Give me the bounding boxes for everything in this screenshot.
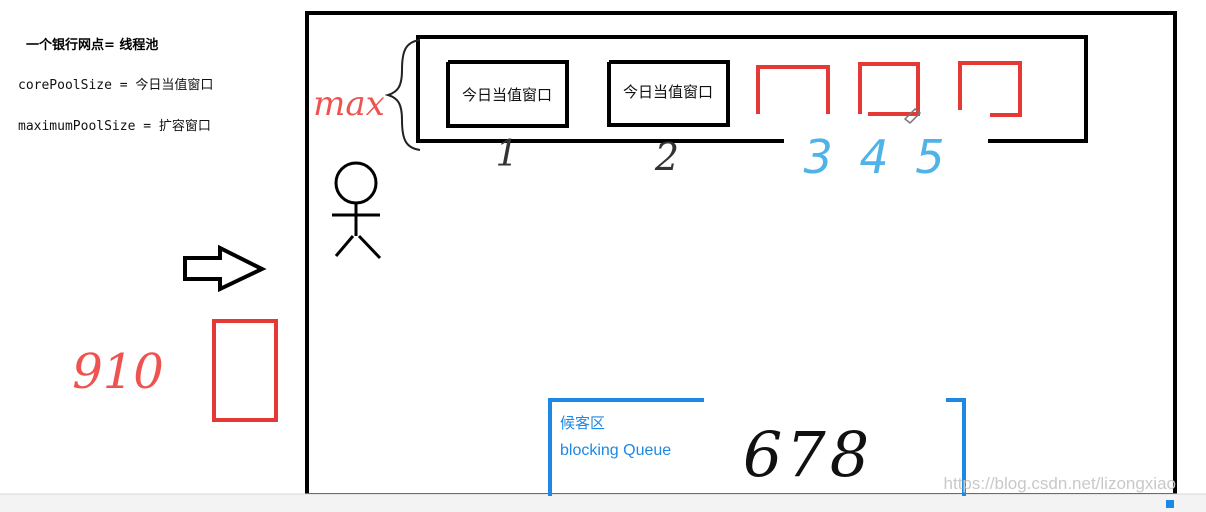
overflow-window xyxy=(212,319,278,422)
bank-outline xyxy=(305,11,1177,497)
core-window-1 xyxy=(446,60,569,128)
expansion-window-3 xyxy=(756,65,830,114)
core-window-2 xyxy=(607,60,730,127)
arrow-right-icon xyxy=(183,244,267,293)
queue-bracket-right xyxy=(946,398,966,496)
queue-title: 候客区 xyxy=(560,415,605,432)
expansion-window-4 xyxy=(858,62,920,116)
core-pool-size-note: corePoolSize = 今日当值窗口 xyxy=(18,78,214,93)
core-window-2-label: 今日当值窗口 xyxy=(623,83,713,101)
corner-marker xyxy=(1166,500,1174,508)
window-number-2: 2 xyxy=(654,135,679,179)
queue-numbers-annotation: 678 xyxy=(743,418,873,491)
expansion-window-numbers: 3 4 5 xyxy=(803,130,950,184)
bottom-strip xyxy=(0,494,1206,512)
pen-cursor-icon xyxy=(903,107,922,125)
max-annotation: max xyxy=(313,84,385,124)
customer-figure xyxy=(332,161,382,260)
diagram-title: 一个银行网点= 线程池 xyxy=(26,38,159,53)
watermark: https://blog.csdn.net/lizongxiao xyxy=(944,474,1176,493)
queue-bracket-left xyxy=(548,398,704,496)
max-brace xyxy=(384,39,421,151)
expansion-window-5 xyxy=(958,61,1022,117)
overflow-annotation: 910 xyxy=(72,344,164,400)
queue-subtitle: blocking Queue xyxy=(560,442,671,459)
window-counter-outline xyxy=(416,35,1088,143)
window-number-1: 1 xyxy=(496,134,519,175)
maximum-pool-size-note: maximumPoolSize = 扩容窗口 xyxy=(18,119,211,134)
core-window-1-label: 今日当值窗口 xyxy=(462,86,552,104)
